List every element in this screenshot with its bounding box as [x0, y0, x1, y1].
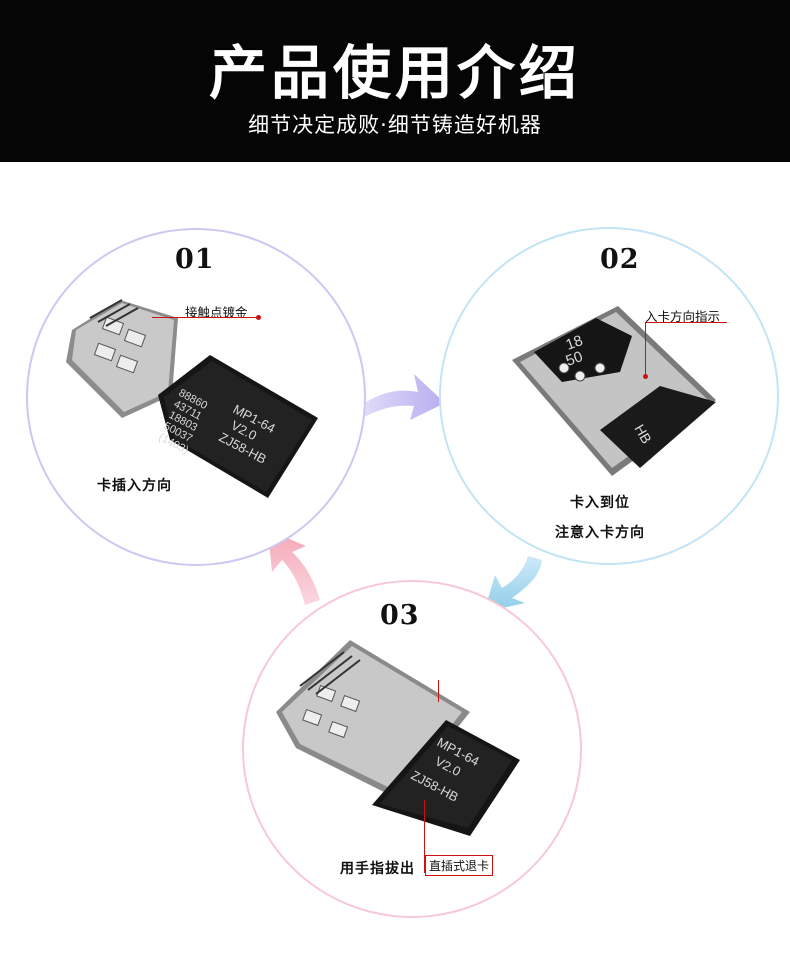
arrow-right-icon — [350, 374, 445, 424]
step-3-caption: 用手指拔出 — [340, 861, 415, 877]
header-banner: 产品使用介绍 细节决定成败·细节铸造好机器 — [0, 0, 790, 162]
page-title: 产品使用介绍 — [208, 39, 581, 107]
step-1-annotation: 接触点镀金 — [185, 305, 248, 320]
card-2-line: 18 — [564, 332, 585, 354]
step-3-number: 03 — [380, 600, 420, 631]
card-2-line: 50 — [564, 348, 585, 370]
step-2-leader-line-v — [645, 322, 646, 377]
step-1-number: 01 — [175, 244, 215, 275]
sim-socket-1 — [66, 299, 178, 418]
step-1-leader-line — [152, 317, 258, 318]
step-3-marker-line — [438, 680, 439, 702]
step-2-leader-line-h — [645, 322, 727, 323]
sim-card-3: MP1-64 V2.0 ZJ58-HB — [372, 720, 520, 836]
step-2-caption-1: 卡入到位 — [570, 495, 630, 511]
step-1-leader-dot — [256, 315, 261, 320]
sim-socket-2: 18 50 HB — [512, 306, 716, 476]
step-2-leader-dot — [643, 374, 648, 379]
arrow-down-icon — [484, 556, 542, 612]
sim-card-1: 88860 43711 18803 50037 (1403) MP1-64 V2… — [157, 355, 318, 498]
step-2-caption-2: 注意入卡方向 — [555, 525, 645, 541]
step-1-caption: 卡插入方向 — [97, 478, 172, 494]
arrow-up-icon — [268, 530, 320, 605]
step-3-leader-line-v — [424, 800, 425, 872]
page-subtitle: 细节决定成败·细节铸造好机器 — [248, 113, 542, 137]
step-3-annotation: 直插式退卡 — [425, 855, 494, 876]
step-2-number: 02 — [600, 244, 640, 275]
step-2-annotation: 入卡方向指示 — [645, 309, 721, 324]
